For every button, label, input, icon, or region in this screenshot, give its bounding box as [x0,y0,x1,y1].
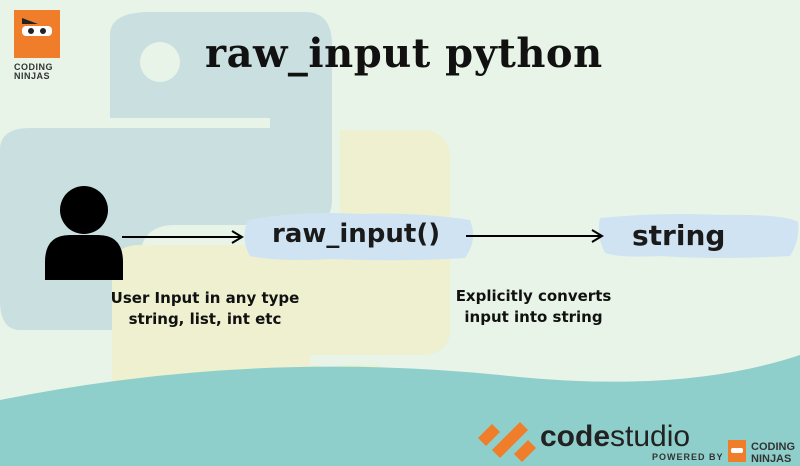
raw-input-highlight [244,212,474,261]
codestudio-logo-icon [478,422,536,462]
output-node: string [632,219,726,252]
coding-ninjas-small-icon [728,440,746,462]
coding-ninjas-small-wordmark: CODING NINJAS [751,441,795,465]
coding-ninjas-logo-icon [14,10,60,58]
user-input-caption: User Input in any type string, list, int… [100,288,310,330]
arrow-function-to-string [466,229,604,243]
cn-small-line-1: CODING [751,441,795,453]
string-highlight [598,214,799,258]
convert-caption-line-1: Explicitly converts [455,287,612,305]
page-title: raw_input python [205,30,603,77]
conversion-caption: Explicitly converts input into string [446,286,621,328]
user-icon [45,186,123,280]
logo-line-2: NINJAS [14,71,51,81]
powered-by-text: POWERED BY [652,452,724,462]
coding-ninjas-wordmark: CODING NINJAS [14,63,53,81]
user-caption-line-1: User Input in any type [110,289,300,307]
bottom-wave [0,355,800,466]
codestudio-wordmark: codestudio [540,420,690,454]
brand-studio: studio [610,420,691,453]
brand-code: code [540,420,611,453]
cn-small-line-2: NINJAS [751,453,792,465]
logo-line-1: CODING [14,62,53,72]
user-caption-line-2: string, list, int etc [128,310,282,328]
arrow-user-to-function [122,230,244,244]
convert-caption-line-2: input into string [464,308,603,326]
function-node: raw_input() [272,219,441,249]
